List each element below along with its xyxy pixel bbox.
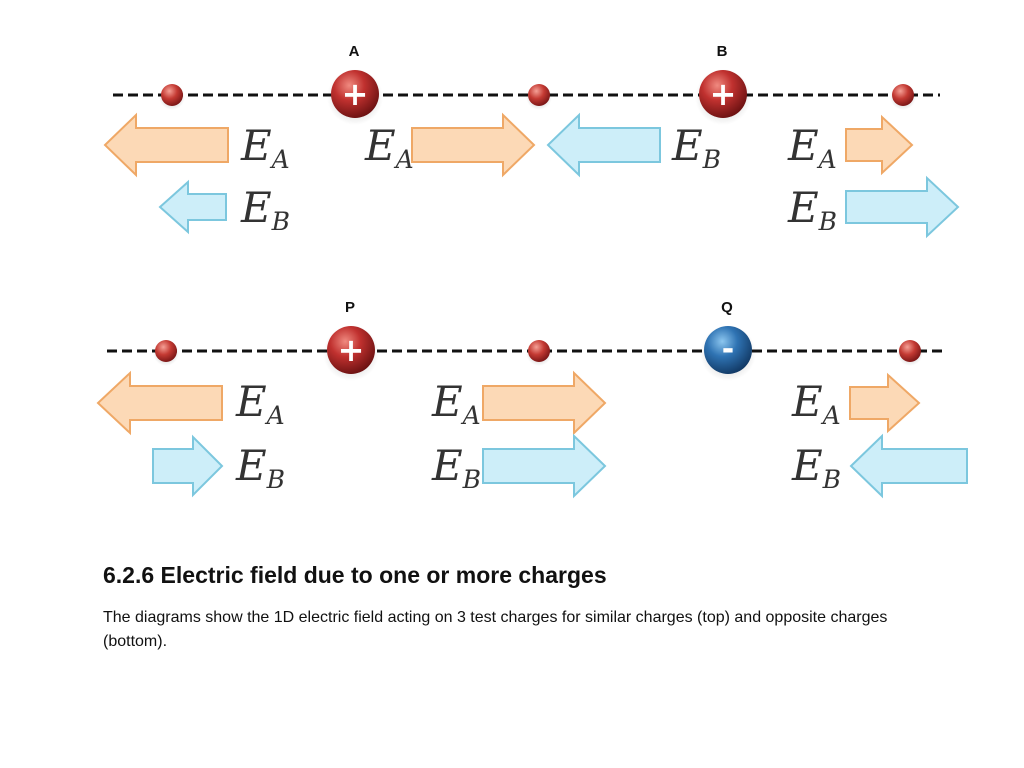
opposite-charges-diagram: + P - Q EA E [96,299,968,499]
field-arrow-a [411,112,536,178]
caption-title: 6.2.6 Electric field due to one or more … [103,562,607,588]
field-label: EA [431,377,481,430]
field-label: EB [431,441,481,494]
source-charge-label: P [345,299,355,316]
field-label: EA [240,121,290,174]
field-label: EB [787,183,837,236]
test-charge-middle [526,340,552,366]
field-label: EA [364,121,414,174]
field-arrow-b [546,112,661,178]
field-label: EA [235,377,285,430]
field-arrow-b [482,433,607,499]
field-arrow-a [849,372,921,434]
negative-sign: - [722,332,734,367]
test-charge-right [890,84,916,110]
field-label: EA [791,377,841,430]
positive-sign: + [710,75,737,113]
electric-field-diagram: + A + B EA E [96,43,968,499]
source-charge-p: + P [323,299,379,381]
test-charge-middle [526,84,552,110]
field-arrow-a [103,112,229,178]
source-charge-a: + A [327,43,383,125]
caption-body: The diagrams show the 1D electric field … [103,609,888,650]
source-charge-b: + B [695,43,751,125]
field-label: EB [235,441,285,494]
test-charge-left [153,340,179,366]
positive-sign: + [338,331,365,369]
similar-charges-diagram: + A + B EA E [103,43,960,239]
field-arrow-b [152,434,224,498]
field-arrow-b [158,179,227,235]
source-charge-q: - Q [700,299,756,381]
positive-sign: + [342,75,369,113]
field-label: EB [791,441,841,494]
field-arrow-b [845,175,960,239]
field-arrow-a [96,370,223,436]
source-charge-label: A [349,43,360,60]
source-charge-label: B [717,43,728,60]
field-label: EA [787,121,837,174]
field-arrow-a [482,370,607,436]
test-charge-left [159,84,185,110]
field-arrow-a [845,114,914,176]
test-charge-right [897,340,923,366]
source-charge-label: Q [721,299,733,316]
field-label: EB [671,121,721,174]
field-label: EB [240,183,290,236]
field-arrow-b [849,433,968,499]
